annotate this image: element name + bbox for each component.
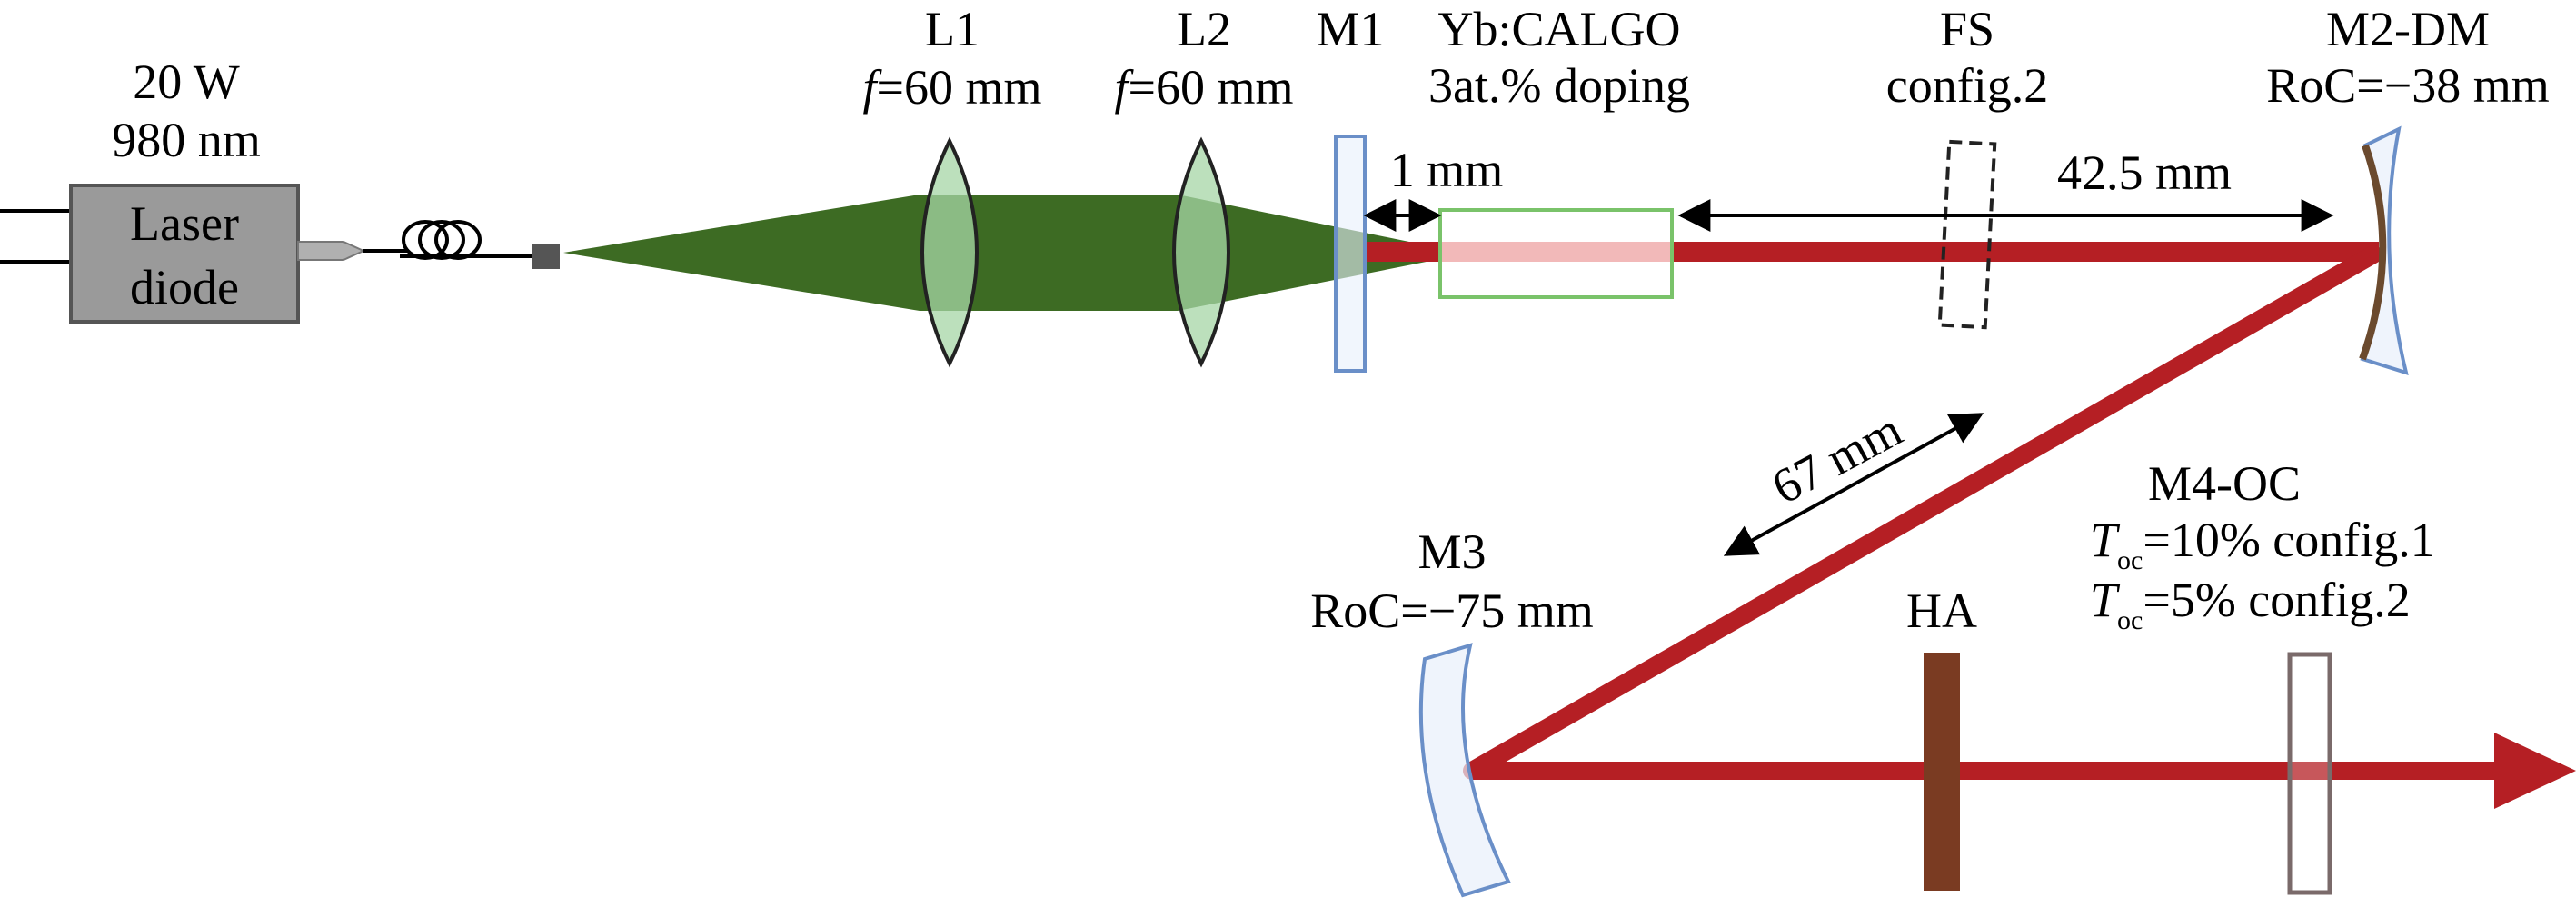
fs-element: FS config.2 [1886,2,2048,330]
distance-42mm: 42.5 mm [1677,145,2334,232]
source-power-label: 20 W [133,55,240,109]
mirror-m1: M1 [1316,2,1385,373]
lens-l1: L1 f=60 mm [863,2,1042,368]
source-wavelength-label: 980 nm [112,113,261,167]
mirror-m1-name: M1 [1316,2,1384,56]
mirror-m3-name: M3 [1417,524,1486,579]
distance-67mm: 67 mm [1723,402,1984,556]
mirror-m3-shape [1418,643,1511,898]
distance-1mm-label: 1 mm [1390,143,1504,197]
lens-l2-shape [1172,136,1230,368]
distance-67mm-label: 67 mm [1764,402,1911,514]
distance-1mm: 1 mm [1363,143,1504,232]
laser-beam-to-m2 [1672,242,2379,262]
mirror-m1-shape [1334,135,1367,373]
distance-67mm-arrow [1723,413,1984,556]
lens-l2-focal: f=60 mm [1115,60,1294,115]
crystal-name: Yb:CALGO [1438,2,1681,56]
m4-config2-text: =5% config.2 [2143,573,2410,627]
mirror-m2: M2-DM RoC=−38 mm [2266,2,2550,375]
laser-beam-output [1472,762,2512,780]
output-arrow-head [2494,733,2576,809]
diode-label-line2: diode [130,260,239,314]
mirror-m3-roc: RoC=−75 mm [1310,584,1593,638]
lens-l1-name: L1 [925,2,980,56]
ha-element: HA [1906,584,1977,891]
m4-t-symbol-2: T [2090,573,2121,627]
fs-config: config.2 [1886,58,2048,113]
gain-crystal: Yb:CALGO 3at.% doping [1428,2,1690,299]
m4-t-symbol-1: T [2090,513,2121,567]
fs-name: FS [1940,2,1994,56]
laser-beam-in-crystal [1440,242,1672,262]
mirror-m3: M3 RoC=−75 mm [1310,524,1594,898]
mirror-m4-config2: Toc=5% config.2 [2090,573,2411,635]
ha-name: HA [1906,584,1977,638]
m4-t-sub-1: oc [2117,545,2143,575]
lens-l1-focal: f=60 mm [863,60,1042,115]
crystal-doping: 3at.% doping [1428,58,1690,113]
laser-diode-assembly: 20 W 980 nm Laser diode [0,55,560,324]
laser-beam [1363,242,2576,809]
lens-l2-focal-value: =60 mm [1129,60,1294,115]
diode-label-line1: Laser [130,196,239,251]
lens-l2-name: L2 [1177,2,1231,56]
distance-42mm-label: 42.5 mm [2057,145,2232,200]
pump-beam-focusing [1178,195,1445,311]
pump-beam-diverging [563,195,920,311]
fiber-connector [297,241,366,261]
mirror-m2-coating [2359,144,2387,361]
gain-crystal-shape [1438,208,1674,299]
ha-element-shape [1924,653,1960,891]
m4-config1-text: =10% config.1 [2143,513,2434,567]
fiber-coil-icon [402,220,482,260]
lens-l2: L2 f=60 mm [1115,2,1294,368]
mirror-m2-name: M2-DM [2326,2,2490,56]
fiber-collimator [532,244,560,269]
fs-element-shape [1937,139,1997,330]
laser-diode-box [69,184,300,324]
m4-t-sub-2: oc [2117,605,2143,635]
pump-beam [563,195,1445,311]
lens-l1-shape [920,136,979,368]
mirror-m2-roc: RoC=−38 mm [2266,58,2549,113]
mirror-m4-shape [2287,652,2332,895]
mirror-m4-config1: Toc=10% config.1 [2090,513,2435,575]
mirror-m4: M4-OC Toc=10% config.1 Toc=5% config.2 [2090,456,2435,895]
laser-beam-m1-crystal [1363,242,1440,262]
mirror-m4-name: M4-OC [2148,456,2301,511]
lens-l1-focal-value: =60 mm [877,60,1042,115]
